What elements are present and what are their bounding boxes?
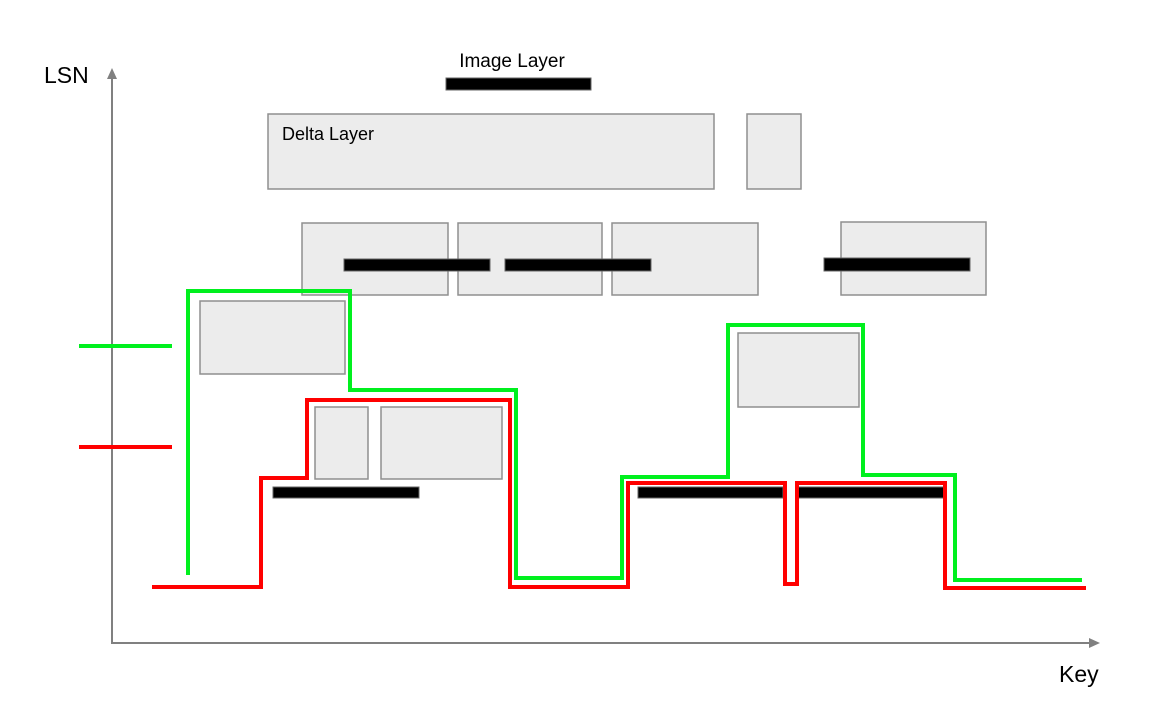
image-layer-bar: [445, 77, 592, 91]
delta-layer-rect: [746, 113, 802, 190]
lsn-axis-arrowhead: [107, 68, 117, 79]
image-layer-bar: [637, 486, 784, 499]
red-branch-line-group: [152, 398, 1086, 590]
red-branch-line: [152, 398, 1086, 590]
delta-layer-rect: [199, 300, 346, 375]
lsn-tick-marks-group: [79, 344, 172, 449]
delta-layer-rect: [314, 406, 369, 480]
green-branch-line: [186, 289, 1082, 582]
image-layer-bar: [272, 486, 420, 499]
image-layer-bar: [823, 257, 971, 272]
delta-layer-rect: [737, 332, 860, 408]
delta-layer-rect: [380, 406, 503, 480]
delta-layer-label: Delta Layer: [282, 124, 375, 144]
image-layer-bar: [343, 258, 491, 272]
delta-layer-rect: [267, 113, 715, 190]
image-layer-bar: [797, 486, 945, 499]
lsn-axis-label: LSN: [44, 62, 89, 88]
delta-layers-group: [199, 113, 987, 480]
key-axis-label: Key: [1059, 661, 1099, 687]
green-branch-line-group: [186, 289, 1082, 582]
image-layer-label: Image Layer: [459, 51, 565, 72]
image-layer-bar: [504, 258, 652, 272]
axes-group: [107, 68, 1100, 648]
key-axis-arrowhead: [1089, 638, 1100, 648]
